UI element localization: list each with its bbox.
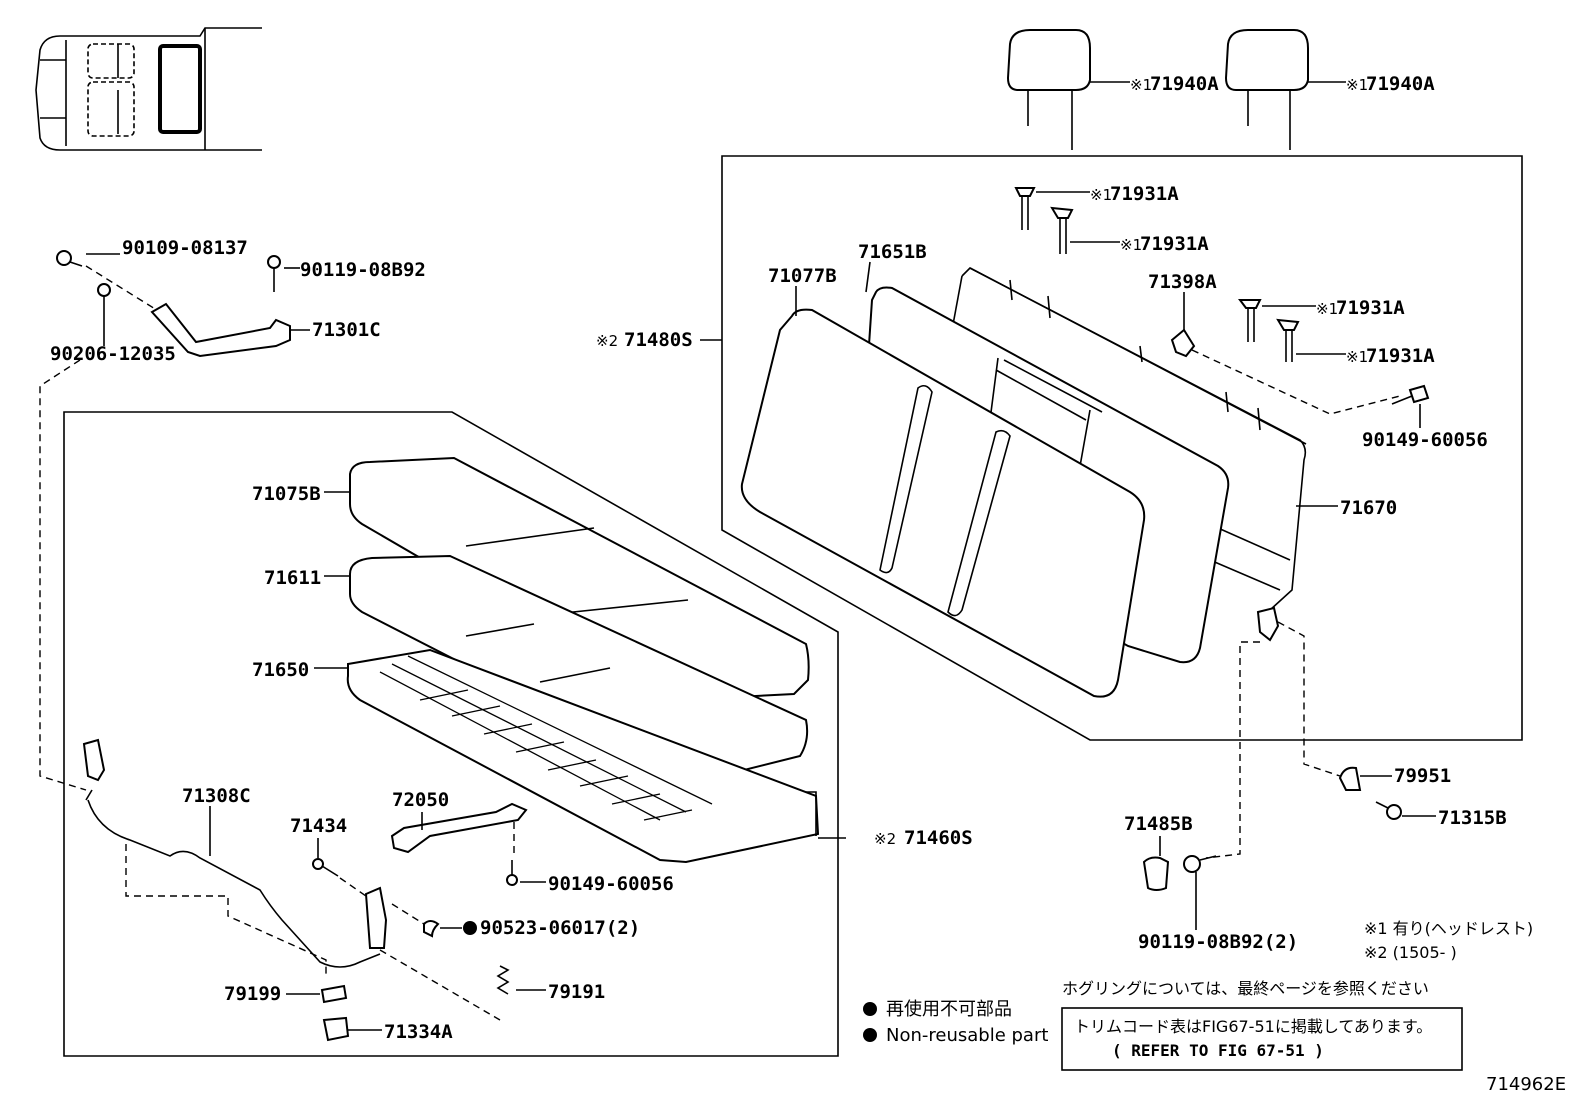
svg-text:※2: ※2 (596, 332, 618, 350)
label-90523-06017: 90523-06017(2) (480, 917, 640, 939)
svg-text:※1: ※1 (1346, 76, 1368, 94)
label-79191: 79191 (548, 981, 605, 1003)
label-79199: 79199 (224, 983, 281, 1005)
seatback-hinge (1170, 328, 1196, 358)
label-71651B: 71651B (858, 241, 927, 263)
hog-ring-note: ホグリングについては、最終ページを参照ください (1062, 979, 1429, 998)
bolt-90119-08B92-2 (1183, 855, 1217, 873)
label-90149-60056-upper: 90149-60056 (1362, 429, 1488, 451)
clip-90523 (423, 920, 440, 938)
label-71301C: 71301C (312, 319, 381, 341)
label-71434: 71434 (290, 815, 347, 837)
seatback-assembly-box (721, 155, 1523, 741)
label-72050: 72050 (392, 789, 449, 811)
bolt-upper (1391, 384, 1430, 405)
headrest-support-3 (1238, 299, 1262, 342)
legend-en: Non-reusable part (886, 1025, 1048, 1046)
cap-71485B (1142, 856, 1170, 891)
headrest-support-2 (1050, 206, 1074, 254)
seatback-frame (951, 267, 1307, 611)
label-71931A-2: 71931A (1140, 233, 1209, 255)
spring-79191 (496, 965, 510, 995)
vehicle-top-view-icon (35, 27, 262, 151)
label-71931A-1: 71931A (1110, 183, 1179, 205)
legend-filled-circle-icon (863, 1002, 877, 1016)
svg-text:※1: ※1 (1130, 76, 1152, 94)
svg-text:※1: ※1 (1316, 300, 1338, 318)
cover-79199 (320, 984, 348, 1004)
cushion-rod (82, 738, 388, 968)
label-71931A-3: 71931A (1336, 297, 1405, 319)
label-90206-12035: 90206-12035 (50, 343, 176, 365)
headrest-1 (1006, 29, 1091, 150)
trim-code-box (1061, 1007, 1463, 1071)
label-71480S: 71480S (624, 329, 693, 351)
headrest-support-1 (1014, 187, 1036, 230)
washer-90206 (97, 283, 111, 297)
bracket-71301C (150, 302, 291, 358)
cover-79951 (1338, 766, 1362, 791)
headrest-2 (1224, 29, 1309, 150)
label-79951: 79951 (1394, 765, 1451, 787)
bolt-90119-08B92 (267, 255, 281, 292)
label-71315B: 71315B (1438, 807, 1507, 829)
footnote-1: ※1 有り(ヘッドレスト) (1364, 919, 1533, 938)
label-71075B: 71075B (252, 483, 321, 505)
svg-text:※2: ※2 (874, 830, 896, 848)
label-71308C: 71308C (182, 785, 251, 807)
headrest-support-4 (1276, 318, 1300, 362)
label-71931A-4: 71931A (1366, 345, 1435, 367)
legend-filled-circle-icon-2 (863, 1028, 877, 1042)
legend-jp: 再使用不可部品 (886, 999, 1012, 1020)
bolt-90149-60056-lower (506, 860, 518, 886)
bolt-90109-08137 (56, 250, 83, 267)
filled-circle-icon (463, 921, 477, 935)
label-71670: 71670 (1340, 497, 1397, 519)
cushion-strap (390, 802, 528, 854)
label-90109-08137: 90109-08137 (122, 237, 248, 259)
svg-text:※1: ※1 (1120, 236, 1142, 254)
label-90119-08B92: 90119-08B92 (300, 259, 426, 281)
cushion-assembly-box (63, 411, 839, 1057)
label-90119-08B92-2: 90119-08B92(2) (1138, 931, 1298, 953)
label-71611: 71611 (264, 567, 321, 589)
label-71398A: 71398A (1148, 271, 1217, 293)
seatback-pad (740, 308, 1146, 698)
cushion-pad (349, 456, 810, 702)
label-71334A: 71334A (384, 1021, 453, 1043)
label-71077B: 71077B (768, 265, 837, 287)
label-71940A-2: 71940A (1366, 73, 1435, 95)
seatback-lock (1256, 606, 1280, 642)
label-90149-60056-lower: 90149-60056 (548, 873, 674, 895)
label-71460S: 71460S (904, 827, 973, 849)
pin-71434 (312, 858, 339, 877)
figure-id: 714962E (1486, 1074, 1566, 1095)
trim-code-en: ( REFER TO FIG 67-51 ) (1112, 1041, 1324, 1060)
label-71940A-1: 71940A (1150, 73, 1219, 95)
footnote-2: ※2 (1505- ) (1364, 943, 1457, 962)
trim-code-jp: トリムコード表はFIG67-51に掲載してあります。 (1074, 1017, 1432, 1036)
cushion-cover (349, 554, 809, 782)
bolt-71315B (1375, 801, 1402, 820)
bushing-71334A (322, 1016, 350, 1042)
svg-text:※1: ※1 (1090, 186, 1112, 204)
cushion-frame (346, 648, 820, 864)
label-71485B: 71485B (1124, 813, 1193, 835)
label-71650: 71650 (252, 659, 309, 681)
svg-text:※1: ※1 (1346, 348, 1368, 366)
